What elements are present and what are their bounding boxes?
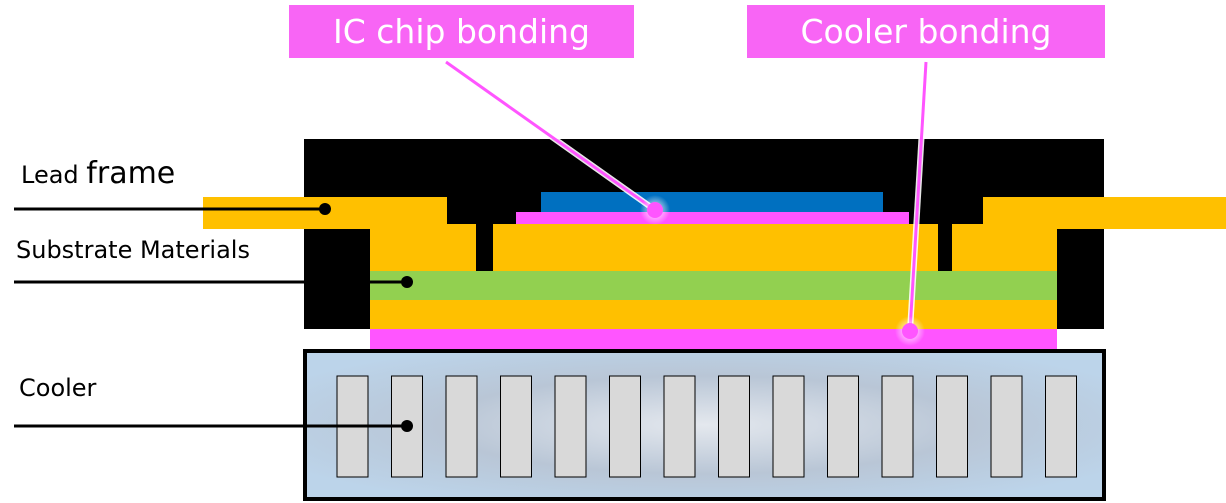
ic-chip-bonding-callout: IC chip bonding [289, 5, 634, 58]
cooler-fin [1045, 375, 1077, 478]
chip-bonding-layer [516, 212, 909, 224]
ic-chip-callout-line-core [445, 60, 656, 212]
substrate-bottom-copper [370, 300, 1057, 329]
ic-chip-bonding-label: IC chip bonding [333, 12, 590, 51]
cooler-fin [936, 375, 968, 478]
substrate-materials-label: Substrate Materials [16, 236, 250, 264]
cooler-fin [718, 375, 750, 478]
lead-frame-label-suffix: frame [86, 156, 176, 191]
cooler-bonding-layer [370, 329, 1057, 349]
cooler-fin [881, 375, 914, 478]
substrate-dot [401, 276, 413, 288]
lead-frame-dot [319, 203, 331, 215]
lead-frame-label-prefix: Lead [21, 161, 79, 189]
ic-chip-callout-dot [647, 202, 663, 218]
cooler-fin [827, 375, 859, 478]
cooler-fin [609, 375, 641, 478]
cooler-fin [445, 375, 478, 478]
cooler-label: Cooler [19, 374, 97, 402]
cooler-callout-dot [902, 323, 918, 339]
cooler-dot [401, 420, 413, 432]
lead-frame-right [952, 197, 1226, 271]
cooler-fin [990, 375, 1023, 478]
ic-chip [541, 192, 883, 212]
lead-frame-center [493, 224, 938, 271]
lead-frame-label: Lead frame [21, 156, 175, 191]
cooler-fin [772, 375, 805, 478]
cooler-bonding-callout: Cooler bonding [747, 5, 1105, 58]
cooler-fin [500, 375, 532, 478]
cooler-fins [336, 375, 1077, 478]
cooler-callout-line-core [908, 61, 928, 332]
cooler-body [303, 349, 1106, 501]
lead-frame-left [203, 197, 476, 271]
cooler-fin [663, 375, 696, 478]
cooler-fin [554, 375, 587, 478]
cooler-bonding-label: Cooler bonding [800, 12, 1052, 51]
substrate-insulator [370, 271, 1057, 300]
